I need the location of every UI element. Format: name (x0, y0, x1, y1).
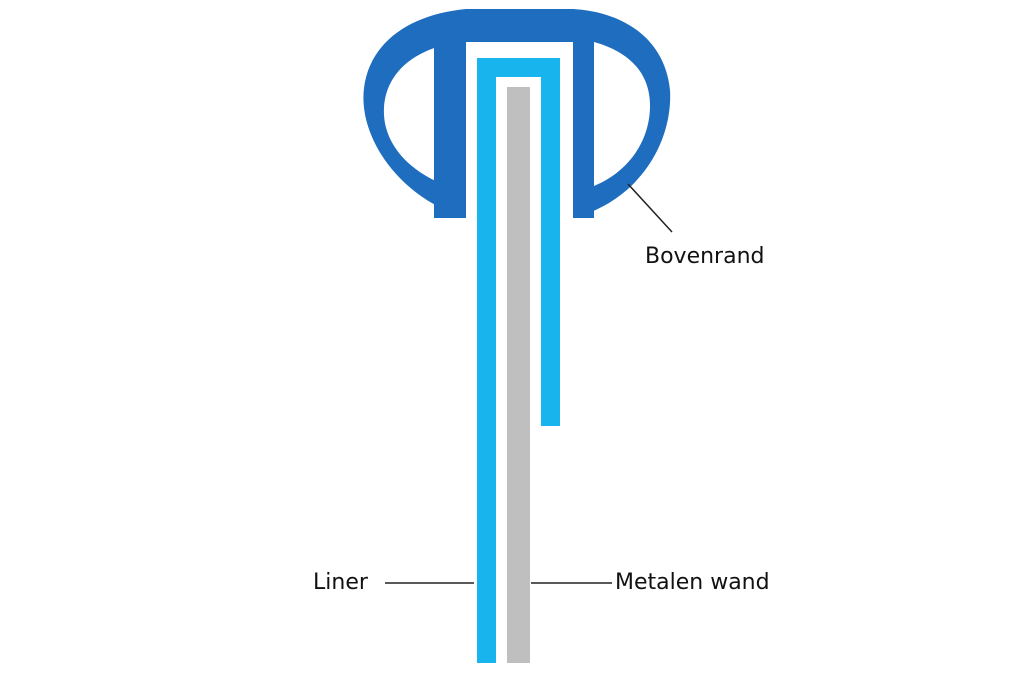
label-metal-wall: Metalen wand (615, 570, 770, 595)
label-liner: Liner (313, 570, 368, 595)
top-rim-slot-wall-right (573, 42, 594, 218)
liner-top-strip (477, 58, 560, 77)
liner-inner-strip (541, 58, 560, 426)
top-rim-crossbar (466, 9, 574, 42)
top-rim-left-half (363, 9, 466, 218)
metal-wall (507, 87, 530, 663)
liner (477, 58, 560, 663)
top-rim-slot-wall-left (434, 42, 466, 218)
top-rim-right-half (573, 9, 671, 218)
liner-outer-strip (477, 58, 496, 663)
top-rim (363, 9, 671, 218)
label-top-rim: Bovenrand (645, 244, 765, 269)
leader-line-top-rim (627, 183, 673, 233)
